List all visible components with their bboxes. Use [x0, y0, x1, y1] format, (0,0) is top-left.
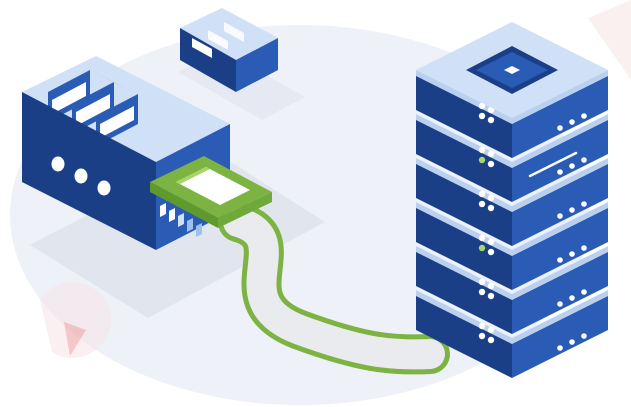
server-slot [528, 151, 578, 178]
server-indicators [478, 146, 495, 168]
server-status-lights [557, 113, 587, 131]
server-indicators [478, 234, 495, 256]
server-status-lights [557, 245, 587, 263]
server-rack [416, 22, 608, 378]
factory-status-bar [160, 203, 202, 237]
data-cable [218, 202, 450, 375]
server-unit [416, 114, 608, 202]
server-status-lights [557, 289, 587, 307]
factory-vents [51, 156, 111, 196]
server-unit [416, 246, 608, 334]
server-unit [416, 158, 608, 246]
factory-roof-teeth [48, 70, 138, 146]
roof-module-windows [192, 22, 244, 58]
server-unit [416, 290, 608, 378]
server-status-lights [557, 157, 587, 175]
server-unit [416, 202, 608, 290]
server-status-lights [557, 201, 587, 219]
roof-module [180, 8, 278, 92]
server-indicators [478, 190, 495, 212]
server-status-lights [557, 333, 587, 351]
server-indicators [478, 278, 495, 300]
server-unit [416, 70, 608, 158]
server-indicators [478, 322, 495, 344]
connected-module [150, 156, 272, 228]
server-indicators [478, 102, 495, 124]
server-top [416, 22, 608, 118]
